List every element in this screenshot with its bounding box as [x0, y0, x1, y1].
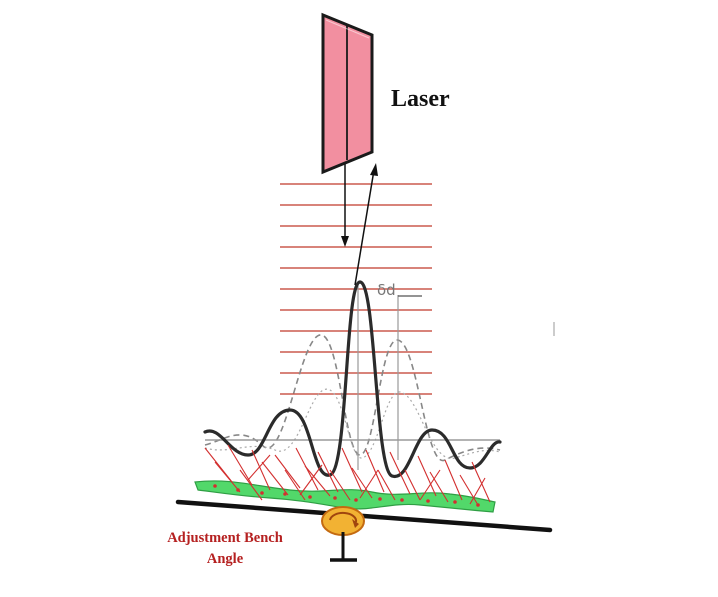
- laser-prism-icon: [321, 12, 374, 175]
- sample-particle: [213, 484, 217, 488]
- scattered-ray: [417, 455, 437, 497]
- scattered-ray: [404, 469, 421, 501]
- sample-particle: [333, 496, 337, 500]
- scattered-ray: [317, 451, 339, 493]
- scattered-ray: [239, 469, 263, 501]
- scattered-ray: [274, 454, 301, 489]
- adjustment-bench-bar: [175, 499, 553, 533]
- scattered-ray: [444, 459, 463, 501]
- dashed-reference-wave: [204, 334, 501, 461]
- sample-particle: [453, 500, 457, 504]
- scattered-ray: [429, 471, 449, 503]
- sample-particle: [400, 498, 404, 502]
- scattered-ray: [284, 469, 306, 501]
- scattered-ray: [304, 465, 331, 497]
- scattered-ray: [359, 469, 379, 499]
- laser-label: Laser: [391, 86, 450, 112]
- sample-red-particles: [213, 484, 480, 507]
- scattered-ray: [377, 469, 396, 501]
- scattered-ray: [299, 464, 323, 496]
- sample-particle: [308, 495, 312, 499]
- pivot-rotation-icon: [321, 506, 365, 536]
- reflected-beam-arrowhead: [370, 163, 378, 176]
- bench-label-line-2: Angle: [206, 551, 244, 567]
- sample-particle: [354, 498, 358, 502]
- scattered-ray: [471, 461, 491, 503]
- incident-beam-arrowhead: [341, 236, 349, 247]
- scattered-ray: [419, 469, 441, 501]
- bench-label-line-1: Adjustment Bench: [167, 530, 283, 546]
- sample-particle: [378, 497, 382, 501]
- scattered-ray: [389, 451, 411, 495]
- scattered-ray: [261, 461, 289, 496]
- scattered-ray: [351, 467, 373, 499]
- sample-particle: [260, 491, 264, 495]
- delta-d-label: δd: [377, 281, 396, 299]
- sample-particle: [426, 499, 430, 503]
- scattered-ray: [214, 461, 241, 493]
- scattered-ray: [227, 444, 253, 486]
- scattered-red-rays: [204, 444, 491, 506]
- main-interference-wave: [203, 280, 502, 478]
- adjustment-bench-label: Adjustment Bench Angle: [150, 528, 300, 570]
- scattered-ray: [247, 454, 271, 481]
- scattered-ray: [329, 469, 351, 501]
- dotted-secondary-wave: [204, 388, 501, 459]
- scattered-ray: [459, 474, 479, 506]
- scattered-ray: [469, 477, 486, 505]
- scattered-ray: [365, 449, 385, 493]
- scattered-ray: [251, 449, 271, 491]
- reflected-beam: [354, 169, 375, 286]
- scattered-ray: [341, 447, 363, 493]
